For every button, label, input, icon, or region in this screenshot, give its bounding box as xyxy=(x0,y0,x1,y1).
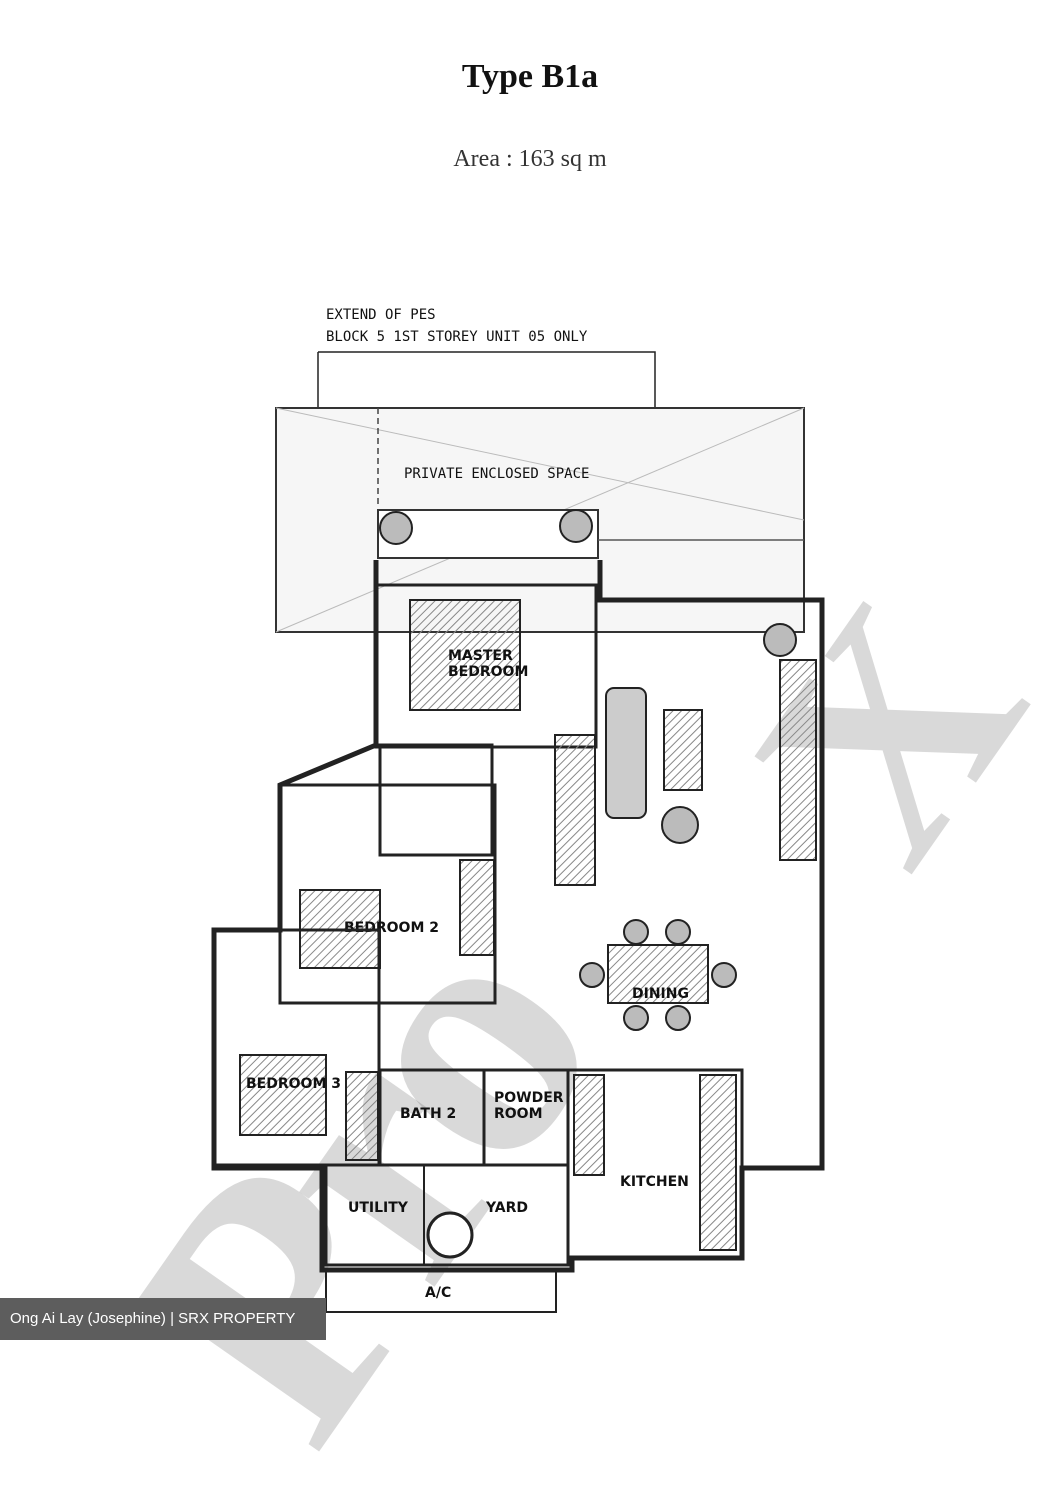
ac-label: A/C xyxy=(425,1285,451,1301)
yard-label: YARD xyxy=(485,1200,528,1216)
powder-label-1: POWDER xyxy=(494,1090,564,1106)
living-area xyxy=(605,623,817,861)
bedroom3-label: BEDROOM 3 xyxy=(246,1076,341,1092)
pes-note-line1: EXTEND OF PES xyxy=(326,307,436,323)
powder-room: POWDER ROOM xyxy=(482,1068,570,1167)
agent-credit: Ong Ai Lay (Josephine) | SRX PROPERTY xyxy=(0,1298,326,1340)
floor-plan: EXTEND OF PES BLOCK 5 1ST STOREY UNIT 05… xyxy=(211,307,825,1313)
master-bedroom: MASTER BEDROOM xyxy=(374,583,598,749)
bath-2: BATH 2 xyxy=(378,1068,486,1167)
master-label-1: MASTER xyxy=(448,648,513,664)
ac-ledge: A/C xyxy=(325,1269,557,1313)
kitchen-label: KITCHEN xyxy=(620,1174,689,1190)
bath2-label: BATH 2 xyxy=(400,1106,456,1122)
master-label-2: BEDROOM xyxy=(448,664,528,680)
bedroom2-label: BEDROOM 2 xyxy=(344,920,439,936)
pes-label: PRIVATE ENCLOSED SPACE xyxy=(404,466,589,482)
dining-area: DINING xyxy=(579,919,737,1031)
bedroom-3: BEDROOM 3 xyxy=(212,928,381,1167)
kitchen: KITCHEN xyxy=(566,1068,744,1260)
plan-area: Area : 163 sq m xyxy=(453,146,607,172)
private-enclosed-space: PRIVATE ENCLOSED SPACE xyxy=(275,407,805,633)
utility-label: UTILITY xyxy=(348,1200,409,1216)
pes-note-line2: BLOCK 5 1ST STOREY UNIT 05 ONLY xyxy=(326,329,588,345)
powder-label-2: ROOM xyxy=(494,1106,543,1122)
dining-label: DINING xyxy=(632,986,689,1002)
utility-yard: UTILITY YARD xyxy=(324,1163,570,1267)
plan-title: Type B1a xyxy=(461,58,599,95)
bedroom-2: BEDROOM 2 xyxy=(278,783,497,1005)
